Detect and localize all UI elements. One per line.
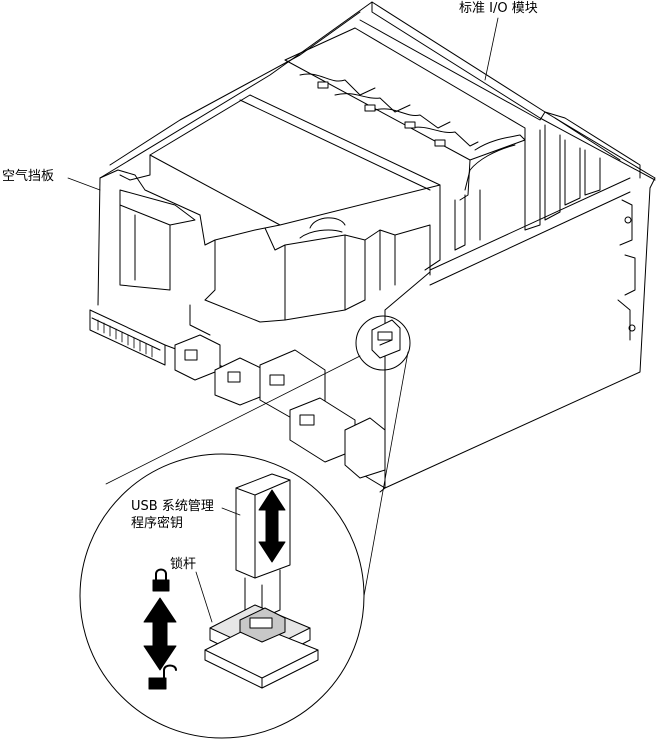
- magnifier: [79, 315, 411, 739]
- up-down-arrow-icon: [258, 489, 286, 563]
- usb-key-detail: [195, 473, 319, 689]
- lock-direction-arrow-icon: [143, 597, 177, 671]
- usb-key-label-line2: 程序密钥: [131, 516, 184, 531]
- standard-io-module-label: 标准 I/O 模块: [459, 1, 538, 16]
- usb-key-label-line1: USB 系统管理: [131, 499, 214, 514]
- lock-open-icon: [148, 664, 177, 690]
- lock-closed-icon: [152, 568, 170, 592]
- air-baffle: [67, 94, 441, 336]
- detail-marker-circle: [355, 315, 411, 371]
- air-baffle-label: 空气挡板: [2, 169, 55, 184]
- detail-view-circle: [79, 453, 365, 739]
- standard-io-module: [284, 17, 546, 201]
- server-chassis: [89, 1, 656, 493]
- usb-key-socket: [371, 319, 401, 359]
- usb-key-label: USB 系统管理 程序密钥: [131, 498, 214, 532]
- riser-area: [424, 111, 641, 341]
- release-latch-label: 锁杆: [170, 557, 197, 572]
- motherboard-edge: [89, 309, 386, 479]
